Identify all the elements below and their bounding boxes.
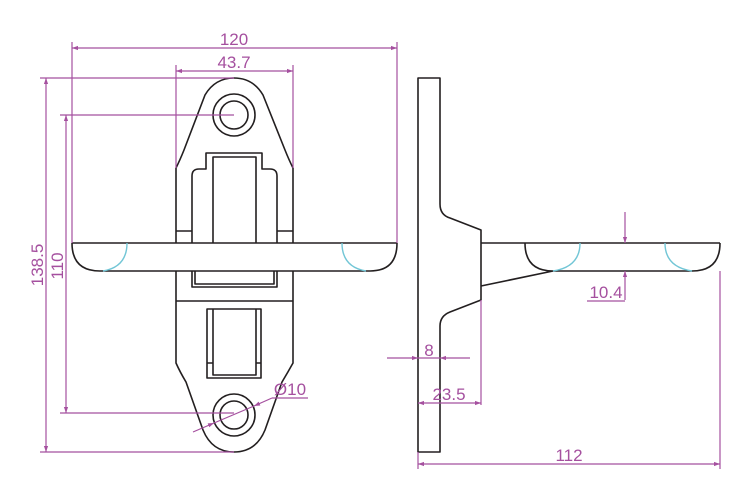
dim-overall-length: 112 [555,446,582,465]
lower-bar-recess [176,271,293,302]
dim-bracket-depth: 23.5 [432,385,465,404]
bottom-hole [219,400,249,430]
side-arm [480,242,721,287]
side-left-fillet-arc [552,242,581,272]
upper-slot [176,152,293,243]
dim-hole-spacing: 110 [48,252,67,279]
lower-slot [206,308,262,379]
bottom-hole-boss [212,393,256,437]
dim-arm-thickness: 10.4 [589,283,622,302]
right-bar-fillet-arc [341,242,367,272]
dim-hole-diameter: Ø10 [274,380,306,399]
front-view [71,77,398,453]
left-bar-fillet-arc [102,242,128,272]
dim-body-width: 43.7 [217,53,250,72]
dim-overall-width: 120 [220,30,248,49]
dim-plate-thickness: 8 [424,341,433,360]
cross-bar [71,242,398,272]
front-dimensions: 120 43.7 138.5 110 Ø10 [28,30,398,453]
side-right-fillet-arc [664,242,693,272]
side-dimensions: 10.4 8 23.5 112 [387,212,721,469]
dim-overall-height: 138.5 [28,244,47,287]
